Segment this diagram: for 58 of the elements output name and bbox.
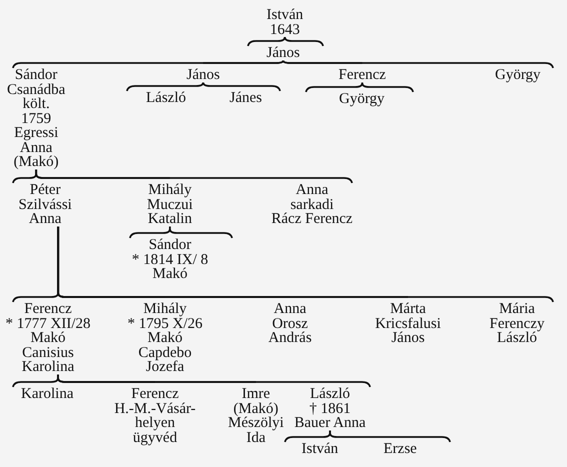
person-name: János: [266, 46, 300, 60]
person-name: Sándor: [14, 68, 58, 82]
person-detail: Canisius Karolina: [20, 346, 76, 374]
person-name: János: [186, 68, 220, 82]
person-name: Mihály: [148, 183, 192, 198]
person-name: Ferencz: [338, 68, 386, 82]
person-detail: Capdebo Jozefa: [137, 346, 193, 374]
brace-connector: [35, 170, 353, 184]
brace-connector: [126, 82, 204, 92]
person-name: György: [339, 92, 385, 106]
brace-connector: [247, 36, 324, 47]
person-name: Erzse: [384, 442, 417, 456]
brace-connector: [305, 82, 414, 93]
person-name: Ferencz: [24, 302, 72, 316]
person-detail: Muczui Katalin: [147, 198, 193, 226]
person-name: Imre: [242, 387, 270, 402]
person-detail: Mészölyi Ida: [228, 416, 284, 445]
person-detail: * 1814 IX/ 8: [132, 252, 208, 267]
person-name: Mihály: [143, 302, 187, 316]
person-name: László: [310, 387, 350, 402]
person-name: László: [146, 91, 186, 106]
person-name: Anna: [296, 183, 328, 198]
person-name: István: [302, 442, 338, 456]
person-detail: (Makó): [233, 402, 278, 416]
brace-connector: [329, 430, 451, 442]
person-detail: * 1777 XII/28: [6, 316, 90, 331]
brace-connector: [57, 374, 371, 388]
person-name: Jánes: [230, 91, 262, 106]
person-detail: Kricsfalusi János: [374, 316, 442, 346]
person-detail: * 1795 X/26: [128, 316, 202, 331]
brace-connector: [282, 60, 554, 68]
person-detail: Orosz András: [267, 316, 313, 346]
person-name: Márta: [390, 302, 426, 316]
person-name: Péter: [30, 183, 61, 198]
person-detail: Bauer Anna: [294, 416, 366, 430]
person-detail: Rácz Ferencz: [271, 212, 353, 226]
person-name: Anna: [274, 302, 306, 316]
person-detail: Makó: [30, 331, 66, 346]
person-detail: Egressi Anna (Makó): [12, 126, 60, 170]
brace-connector: [203, 60, 284, 64]
person-detail: Csanádba költ. 1759: [7, 82, 66, 126]
brace-connector: [129, 226, 233, 239]
person-name: György: [495, 68, 541, 82]
person-name: Sándor: [148, 238, 192, 252]
person-name: István: [266, 8, 304, 22]
person-detail: 1643: [270, 22, 300, 37]
person-detail: Szilvássi Anna: [18, 198, 72, 226]
person-name: Karolina: [21, 387, 74, 402]
person-detail: Ferenczy László: [488, 316, 546, 346]
person-detail: H.-M.-Vásár- helyen ügyvéd: [113, 402, 197, 445]
person-detail: † 1861: [309, 402, 351, 416]
person-name: Mária: [499, 302, 535, 316]
person-detail: Makó: [152, 267, 188, 282]
person-name: Ferencz: [131, 387, 179, 402]
brace-connector: [202, 82, 281, 92]
person-detail: Makó: [148, 331, 182, 346]
person-detail: sarkadi: [290, 198, 334, 212]
brace-connector: [57, 226, 554, 303]
